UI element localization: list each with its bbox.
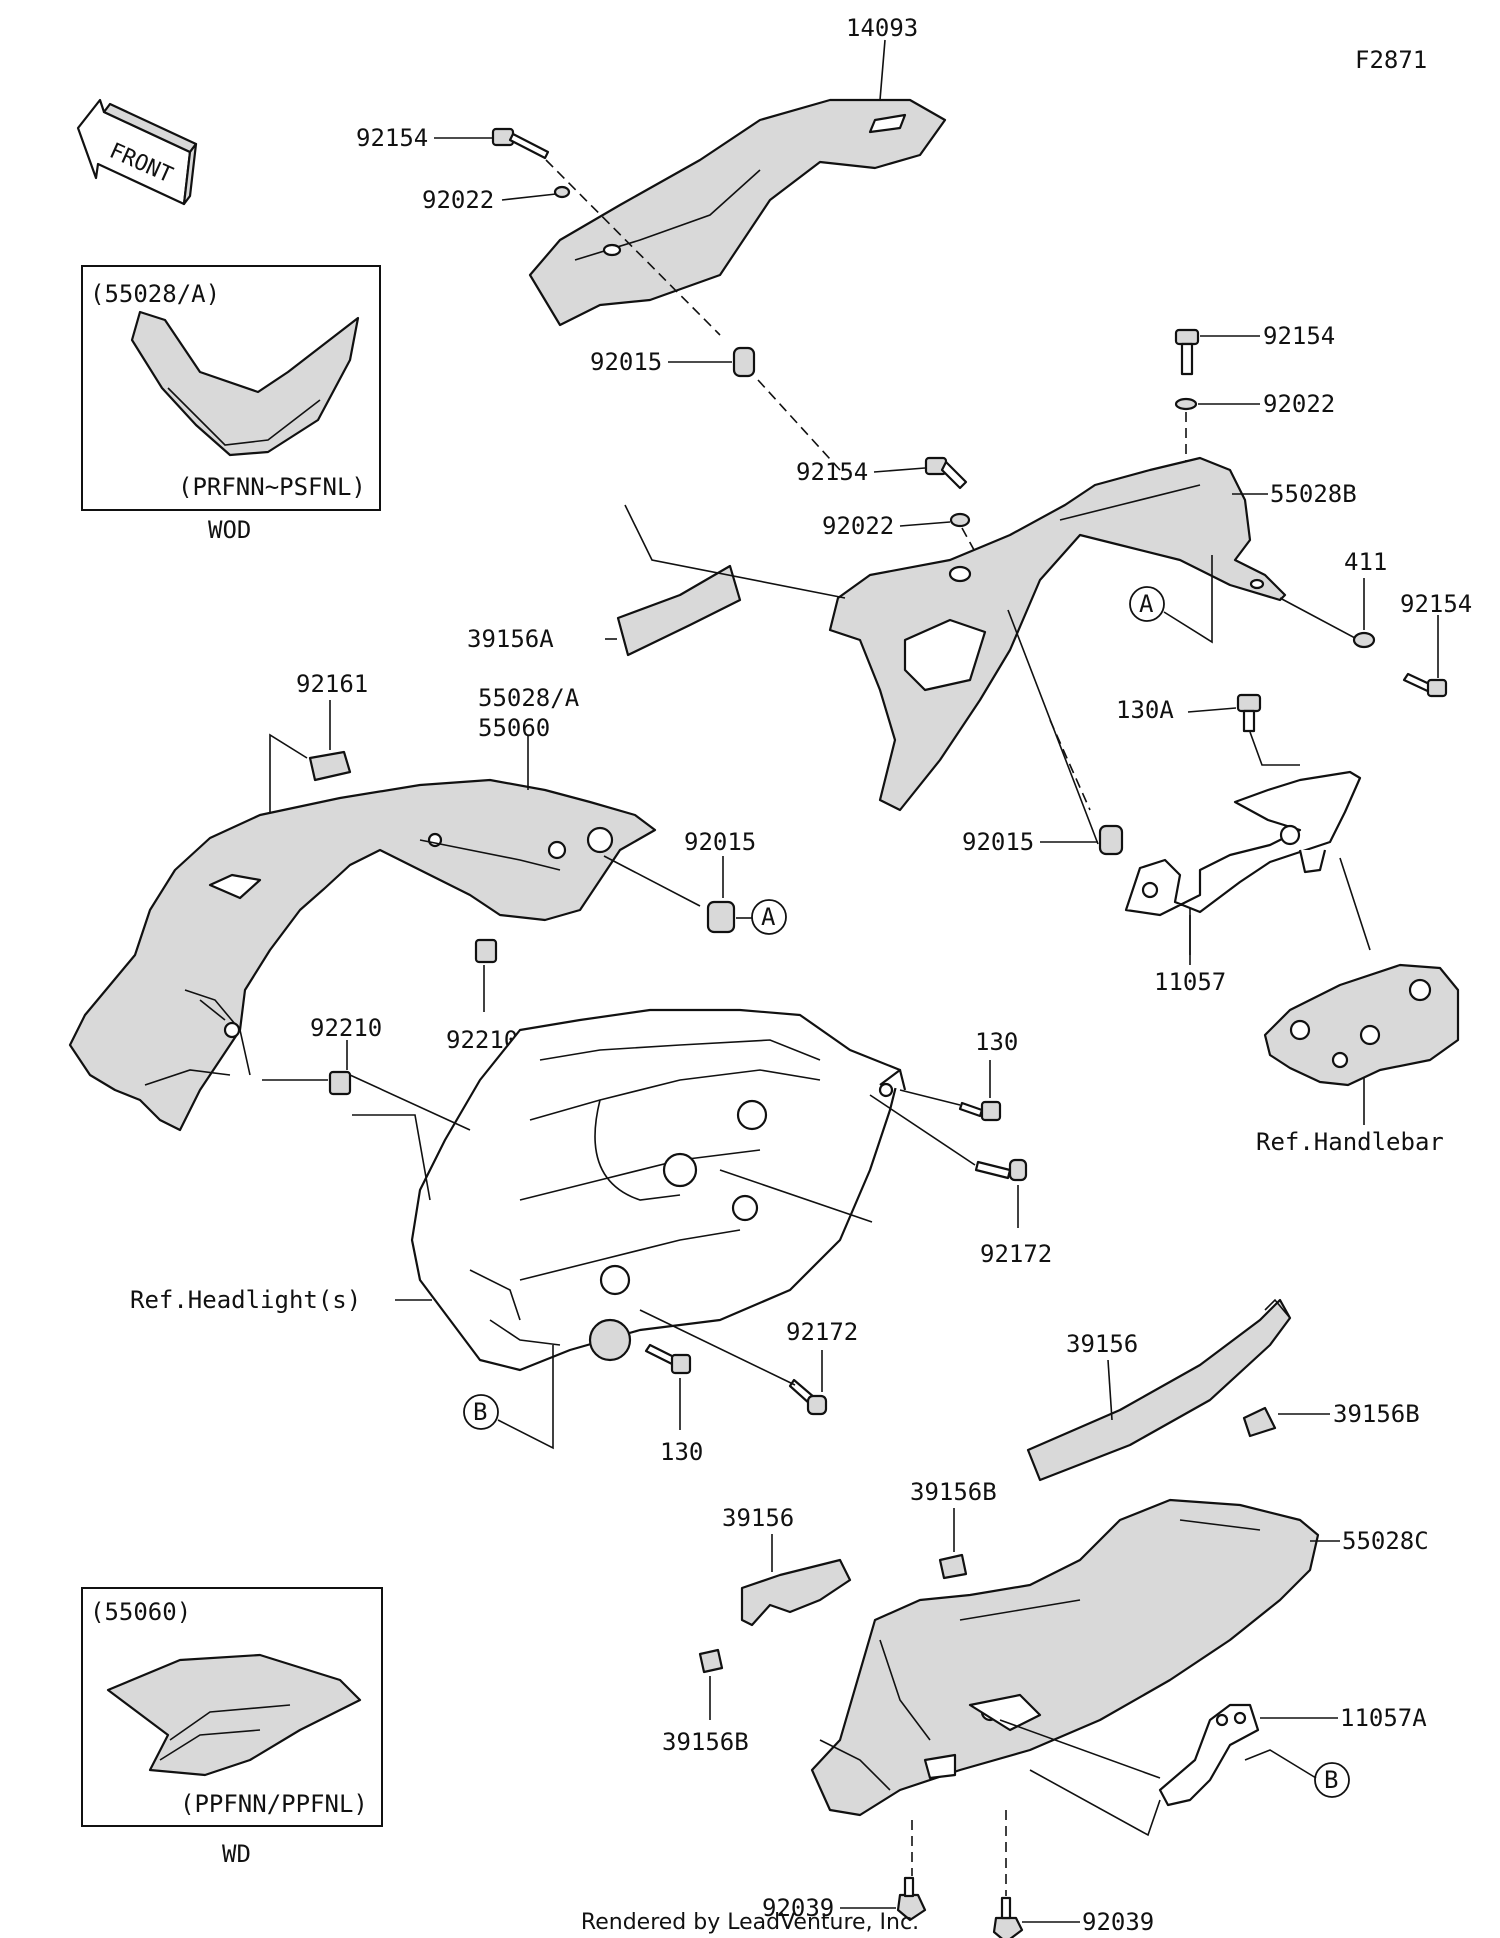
label-92161: 92161 [296,670,368,698]
grommet-92015-mid-icon [706,900,736,934]
wd-inset-variant: (PPFNN/PPFNL) [180,1790,368,1818]
callout-b-left-text: B [473,1398,487,1426]
label-92154-r2: 92154 [1400,590,1472,618]
bolt-130-top-icon [958,1100,1002,1122]
clip-92210-mid-icon [474,938,498,964]
pad-92161 [308,750,352,782]
footer-credit: Rendered by LeadVenture, Inc. [0,1910,1500,1935]
label-39156b-l: 39156B [662,1728,749,1756]
pad-39156-r [1026,1298,1292,1482]
washer-92022-r1-icon [1174,397,1198,411]
label-92154-mid: 92154 [796,458,868,486]
wod-inset-frame [81,265,381,511]
cover-14093 [528,98,947,327]
label-55028c: 55028C [1342,1527,1429,1555]
label-92172-b: 92172 [786,1318,858,1346]
bolt-130a-icon [1236,693,1262,733]
bolt-92154-top-icon [491,127,550,160]
pad-39156a [616,564,742,657]
washer-411-icon [1352,631,1376,649]
callout-b-right [1314,1762,1350,1798]
bracket-11057 [1124,770,1362,917]
label-55028b: 55028B [1270,480,1357,508]
callout-a-top [1129,586,1165,622]
label-130a: 130A [1116,696,1174,724]
label-39156-l: 39156 [722,1504,794,1532]
callout-a-top-text: A [1139,590,1154,618]
bolt-130-b-icon [644,1343,692,1375]
washer-92022-top-icon [553,185,571,199]
pad-39156b-r [1242,1406,1277,1438]
label-55060: 55060 [478,714,550,742]
callout-a-mid [751,899,787,935]
label-92154-r1: 92154 [1263,322,1335,350]
bolt-92154-r2-icon [1402,672,1448,698]
handlebar-clamp [1263,963,1460,1087]
cowl-55028a-55060 [68,778,657,1132]
wd-shroud-shape [106,1653,362,1777]
screw-92172-b-icon [788,1378,828,1416]
wod-cowl-shape [130,310,360,457]
pad-39156-l [740,1558,852,1627]
label-11057a: 11057A [1340,1704,1427,1732]
label-92210-left: 92210 [310,1014,382,1042]
label-92015-mid: 92015 [684,828,756,856]
label-39156b-mid: 39156B [910,1478,997,1506]
label-39156a: 39156A [467,625,554,653]
label-92039-l: 92039 [762,1894,834,1922]
wod-inset: (55028/A) (PRFNN~PSFNL) [81,265,381,511]
label-92154-top: 92154 [356,124,428,152]
grommet-92015-right-icon [1098,824,1124,856]
label-92015-top: 92015 [590,348,662,376]
label-92022-top: 92022 [422,186,494,214]
label-39156b-r: 39156B [1333,1400,1420,1428]
bolt-92154-r1-icon [1174,328,1200,376]
pad-39156b-l [698,1648,724,1674]
label-55028a: 55028/A [478,684,580,712]
label-92022-mid: 92022 [822,512,894,540]
callout-a-mid-text: A [761,903,776,931]
bolt-92154-mid-icon [924,456,968,490]
wd-inset-code: (55060) [90,1598,191,1626]
clip-92039-l-icon [896,1876,927,1922]
label-14093: 14093 [846,14,918,42]
pad-39156b-mid [938,1553,968,1580]
shroud-55028c [810,1498,1320,1817]
label-92039-r: 92039 [1082,1908,1154,1936]
footer-credit-text: Rendered by LeadVenture, Inc. [580,1910,920,1935]
label-411: 411 [1344,548,1387,576]
callout-b-left [463,1394,499,1430]
cowl-55028b [828,456,1287,812]
screw-92172-r-icon [974,1158,1028,1182]
label-92015-right: 92015 [962,828,1034,856]
label-130-top: 130 [975,1028,1018,1056]
ref-headlight: Ref.Headlight(s) [130,1286,361,1314]
bracket-11057a [1158,1703,1260,1807]
front-arrow-icon: FRONT [76,98,198,206]
label-39156-r: 39156 [1066,1330,1138,1358]
grommet-92015-top-icon [732,346,756,378]
wod-inset-caption: WOD [208,516,251,544]
wod-inset-variant: (PRFNN~PSFNL) [178,473,366,501]
wod-inset-code: (55028/A) [90,280,220,308]
washer-92022-mid-icon [949,512,971,528]
figure-id: F2871 [1355,46,1427,74]
callout-b-right-text: B [1324,1766,1338,1794]
headlight-assembly [410,1008,907,1372]
clip-92039-r-icon [992,1896,1024,1938]
label-130-b: 130 [660,1438,703,1466]
wd-inset: (55060) (PPFNN/PPFNL) [81,1587,383,1827]
label-92022-r1: 92022 [1263,390,1335,418]
ref-handlebar: Ref.Handlebar [1256,1128,1444,1156]
label-92172-r: 92172 [980,1240,1052,1268]
wd-inset-caption: WD [222,1840,251,1868]
label-11057: 11057 [1154,968,1226,996]
wd-inset-frame [81,1587,383,1827]
clip-92210-left-icon [328,1070,352,1096]
